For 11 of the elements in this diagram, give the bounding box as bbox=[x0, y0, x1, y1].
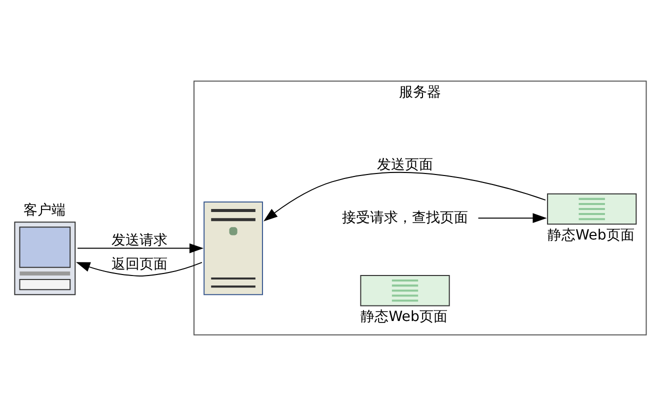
node-label: 静态Web页面 bbox=[360, 309, 448, 326]
edge-label: 发送请求 bbox=[112, 232, 168, 248]
node-text: 接受请求，查找页面 bbox=[342, 210, 468, 226]
node-label: 客户端 bbox=[23, 202, 66, 218]
node-label: 静态Web页面 bbox=[548, 227, 634, 244]
edge-label: 发送页面 bbox=[377, 156, 434, 173]
arrow bbox=[478, 213, 547, 224]
edge-label: 返回页面 bbox=[112, 256, 168, 273]
arrow bbox=[264, 172, 546, 222]
arrow bbox=[76, 262, 202, 276]
arrow bbox=[78, 243, 204, 254]
